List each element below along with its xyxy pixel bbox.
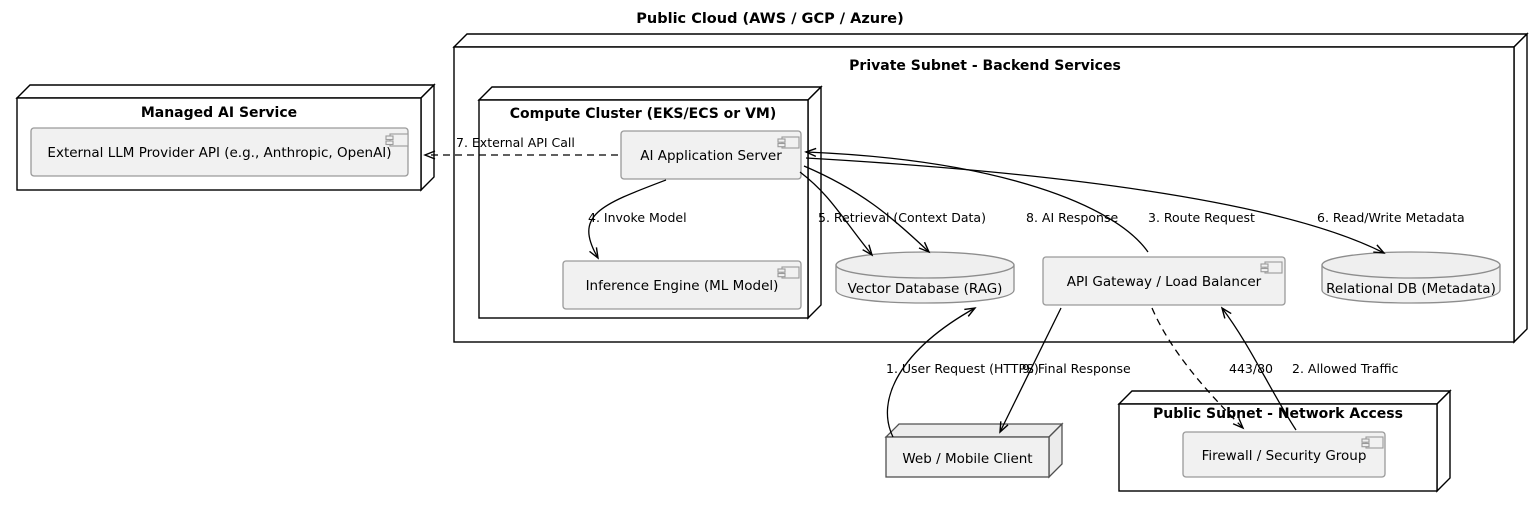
edge-external-api-call-label: 7. External API Call (456, 135, 575, 150)
managed-ai-service-title: Managed AI Service (141, 105, 297, 121)
firewall-security-group-label: Firewall / Security Group (1202, 448, 1367, 464)
private-subnet-title: Private Subnet - Backend Services (849, 58, 1121, 74)
edge-read-write-metadata: 6. Read/Write Metadata (805, 157, 1465, 254)
vector-database-label: Vector Database (RAG) (848, 281, 1003, 297)
container-compute-cluster: Compute Cluster (EKS/ECS or VM) AI Appli… (477, 85, 823, 320)
container-managed-ai-service: Managed AI Service External LLM Provider… (15, 83, 436, 192)
api-gateway-label: API Gateway / Load Balancer (1067, 274, 1262, 290)
component-icon (777, 266, 800, 279)
edge-final-response: 9. Final Response (999, 307, 1131, 434)
edge-user-request-label: 1. User Request (HTTPS) (886, 361, 1039, 376)
node-vector-database[interactable]: Vector Database (RAG) (835, 251, 1015, 304)
edge-user-request: 1. User Request (HTTPS) (886, 307, 1039, 438)
container-public-subnet: Public Subnet - Network Access Firewall … (1117, 389, 1452, 493)
component-icon (777, 136, 800, 149)
edge-route-request: 3. Route Request (804, 147, 1255, 253)
node-web-mobile-client[interactable]: Web / Mobile Client (884, 422, 1064, 479)
component-icon (385, 133, 409, 147)
edge-route-request-label: 3. Route Request (1148, 210, 1255, 225)
relational-database-label: Relational DB (Metadata) (1326, 281, 1496, 297)
external-llm-provider-label: External LLM Provider API (e.g., Anthrop… (47, 145, 391, 161)
edge-invoke-model: 4. Invoke Model (588, 179, 687, 260)
edge-external-api-call: 7. External API Call (423, 135, 618, 160)
inference-engine-label: Inference Engine (ML Model) (586, 278, 779, 294)
edge-ports-label: 443/80 (1229, 361, 1273, 376)
edge-invoke-model-label: 4. Invoke Model (588, 210, 687, 225)
node-firewall-security-group[interactable]: Firewall / Security Group (1182, 431, 1386, 478)
node-relational-database[interactable]: Relational DB (Metadata) (1321, 251, 1501, 304)
ai-application-server-label: AI Application Server (640, 148, 782, 164)
node-external-llm-provider[interactable]: External LLM Provider API (e.g., Anthrop… (30, 127, 409, 177)
edge-ai-response: 8. AI Response (803, 165, 1118, 254)
edge-final-response-label: 9. Final Response (1022, 361, 1131, 376)
edge-read-write-metadata-label: 6. Read/Write Metadata (1317, 210, 1465, 225)
edge-allowed-traffic-label: 2. Allowed Traffic (1292, 361, 1399, 376)
component-icon (1361, 436, 1384, 449)
component-icon (1260, 261, 1283, 274)
diagram-title: Public Cloud (AWS / GCP / Azure) (636, 11, 903, 27)
edge-retrieval-context-data: 5. Retrieval (Context Data) (799, 171, 986, 257)
edge-retrieval-label: 5. Retrieval (Context Data) (818, 210, 986, 225)
edge-allowed-traffic: 2. Allowed Traffic (1220, 306, 1399, 431)
node-ai-application-server[interactable]: AI Application Server (620, 130, 802, 180)
container-private-subnet: Private Subnet - Backend Services Comput… (452, 32, 1529, 344)
compute-cluster-title: Compute Cluster (EKS/ECS or VM) (510, 106, 777, 122)
public-subnet-title: Public Subnet - Network Access (1153, 406, 1403, 422)
node-inference-engine[interactable]: Inference Engine (ML Model) (562, 260, 802, 310)
web-mobile-client-label: Web / Mobile Client (902, 451, 1032, 467)
edge-ai-response-label: 8. AI Response (1026, 210, 1118, 225)
node-api-gateway[interactable]: API Gateway / Load Balancer (1042, 256, 1286, 306)
